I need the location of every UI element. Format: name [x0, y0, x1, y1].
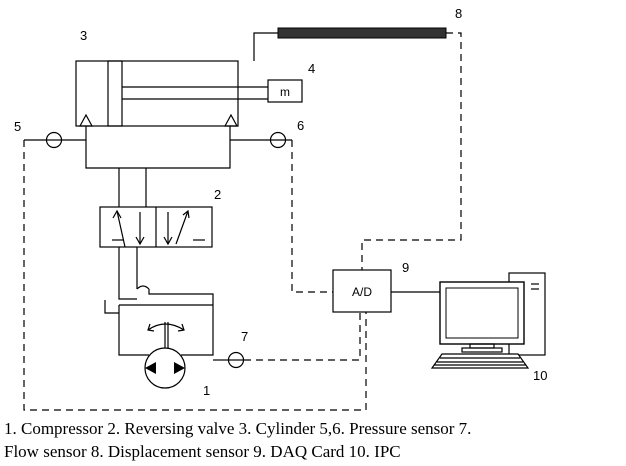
signal-lines	[23, 32, 462, 411]
reversing-valve-number-label: 2	[214, 187, 221, 202]
mass-number-label: 4	[308, 61, 315, 76]
cylinder-number-label: 3	[80, 28, 87, 43]
flow-sensor-number-label: 7	[241, 329, 248, 344]
ipc-computer	[430, 272, 546, 369]
cylinder	[75, 60, 268, 127]
daq-card-number-label: 9	[402, 260, 409, 275]
daq-card: A/D	[332, 269, 392, 313]
reversing-valve	[99, 206, 213, 248]
pressure-sensor-left-number-label: 5	[14, 119, 21, 134]
valve-to-compressor-lines	[104, 247, 214, 345]
mass-symbol: m	[280, 85, 290, 99]
pressure-sensor-right-number-label: 6	[297, 118, 304, 133]
ipc-number-label: 10	[533, 368, 547, 383]
caption-line-2: Flow sensor 8. Displacement sensor 9. DA…	[4, 442, 401, 461]
pressure-sensor-right	[230, 131, 292, 149]
displacement-sensor-number-label: 8	[455, 6, 462, 21]
mass-block: m	[267, 79, 303, 103]
manifold	[85, 126, 231, 169]
daq-box-text: A/D	[352, 285, 372, 299]
compressor-number-label: 1	[203, 383, 210, 398]
displacement-sensor	[253, 27, 447, 61]
flow-sensor	[213, 351, 245, 369]
compressor	[118, 304, 214, 389]
pressure-sensor-left	[24, 131, 86, 149]
caption-line-1: 1. Compressor 2. Reversing valve 3. Cyli…	[4, 419, 471, 438]
